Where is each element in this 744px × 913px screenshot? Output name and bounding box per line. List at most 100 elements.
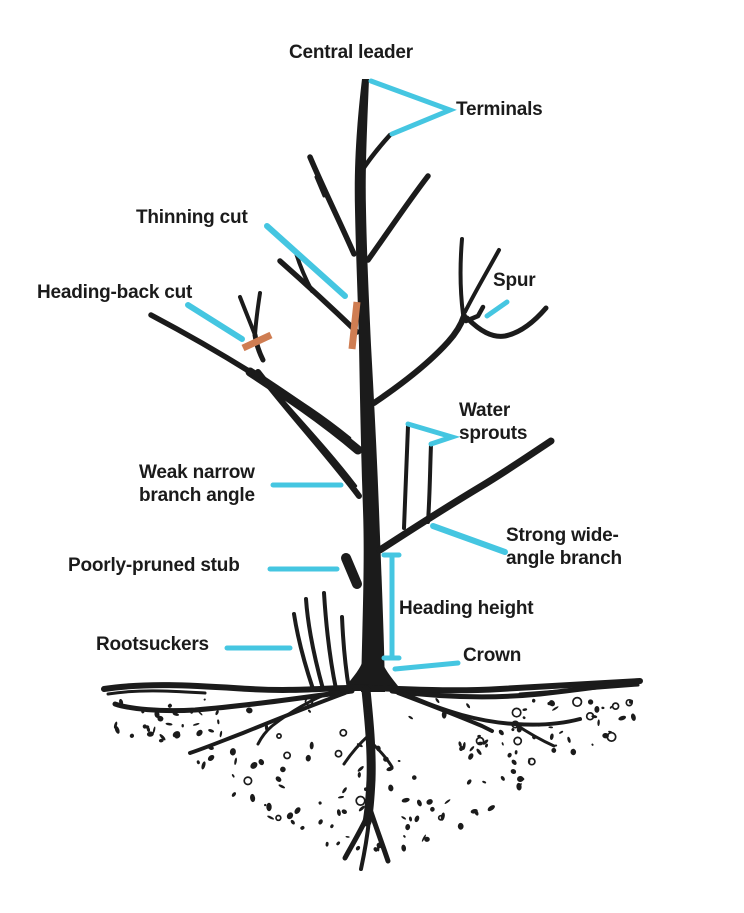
soil-speckle (498, 729, 504, 736)
soil-speckle (597, 719, 600, 726)
soil-speckle (424, 836, 430, 842)
soil-speckle (146, 731, 154, 737)
soil-speckle (522, 716, 526, 720)
thinning-cut-mark (348, 301, 361, 350)
taproot-tip-mid (359, 818, 371, 871)
taproot-rootlet-left (342, 733, 371, 766)
soil-speckle (476, 748, 482, 755)
strong-wide-angle-branch (376, 437, 555, 554)
soil-speckle (339, 728, 348, 737)
soil-speckle (522, 708, 528, 711)
soil-speckle (511, 728, 515, 732)
soil-speckle (567, 736, 571, 743)
terminals-pointer (368, 78, 457, 137)
rootsucker-4 (340, 615, 351, 691)
soil-speckle (174, 732, 181, 739)
label-weak-narrow-branch-angle: Weak narrow branch angle (139, 462, 255, 506)
soil-speckle (421, 834, 426, 842)
soil-speckle (345, 836, 350, 838)
root-right-shallow (389, 679, 635, 700)
soil-speckle (437, 814, 444, 821)
soil-speckle (552, 706, 559, 711)
rootsucker-2 (304, 597, 325, 691)
soil-speckle (377, 846, 380, 852)
soil-speckle (386, 766, 394, 772)
soil-speckle (330, 824, 334, 829)
soil-speckle (548, 726, 553, 729)
soil-speckle (511, 759, 517, 765)
soil-speckle (458, 741, 462, 748)
soil-speckles (113, 696, 636, 852)
soil-speckle (572, 696, 583, 708)
soil-speckle (510, 769, 517, 774)
cut-marks (241, 301, 361, 352)
soil-speckle (482, 739, 489, 745)
soil-speckle (388, 784, 394, 792)
soil-speckle (157, 715, 164, 722)
soil-speckle (528, 758, 531, 764)
soil-speckle (308, 709, 311, 713)
soil-speckle (511, 720, 520, 729)
soil-speckle (401, 844, 407, 852)
soil-speckle (159, 734, 166, 741)
terminal-twig (358, 132, 393, 175)
spur-pointer (484, 299, 510, 319)
soil-speckle (426, 799, 433, 805)
soil-speckle (198, 711, 203, 716)
soil-speckle (531, 698, 536, 703)
soil-speckle (373, 847, 379, 852)
soil-speckle (441, 710, 447, 719)
pruned-stub (341, 553, 362, 589)
soil-speckle (559, 730, 564, 734)
soil-speckle (325, 841, 329, 847)
soil-speckle (280, 766, 286, 773)
soil-speckle (341, 809, 347, 815)
soil-speckle (234, 757, 237, 765)
soil-speckle (383, 756, 389, 762)
spur-scaffold-vertical-twig (458, 237, 465, 316)
soil-speckle (246, 707, 253, 714)
rootsucker-1 (292, 612, 315, 691)
label-heading-back-cut: Heading-back cut (37, 282, 193, 303)
crown-flare (342, 660, 402, 691)
soil-speckle (113, 721, 118, 729)
soil-speckle (167, 703, 172, 708)
soil-speckle (337, 795, 345, 799)
soil-speckle (276, 733, 282, 739)
left-scaffold-sketch (258, 376, 352, 440)
soil-speckle (591, 743, 594, 746)
rootsucker-3 (322, 591, 338, 691)
label-heading-height: Heading height (399, 598, 534, 619)
soil-speckle (305, 754, 311, 762)
soil-speckle (286, 812, 294, 820)
label-rootsuckers: Rootsuckers (96, 634, 209, 655)
soil-speckle (513, 736, 523, 746)
soil-speckle (196, 729, 203, 737)
soil-speckle (411, 775, 417, 780)
root-left-small (256, 690, 334, 746)
soil-speckle (300, 825, 305, 830)
taproot-tip-right (368, 809, 391, 864)
soil-speckle (444, 799, 451, 804)
soil-speckle (630, 713, 636, 721)
weak-narrow-branch-sketch (270, 386, 358, 488)
soil-speckle (376, 745, 381, 752)
soil-speckle (414, 815, 420, 823)
trunk (354, 79, 385, 692)
soil-speckle (264, 723, 269, 731)
spur-nub (463, 304, 486, 324)
soil-speckle (119, 698, 124, 706)
soil-speckle (517, 783, 522, 788)
soil-speckle (462, 742, 466, 750)
soil-speckle (459, 746, 464, 751)
taproot-tip-left (342, 812, 371, 861)
soil-speckle (172, 712, 179, 716)
soil-speckle (336, 841, 341, 846)
heading-back-twig-fork-right (253, 291, 262, 337)
soil-speckle (141, 710, 145, 714)
heading-height-bracket (381, 552, 402, 661)
soil-speckle (342, 787, 347, 794)
soil-speckle (606, 731, 617, 742)
